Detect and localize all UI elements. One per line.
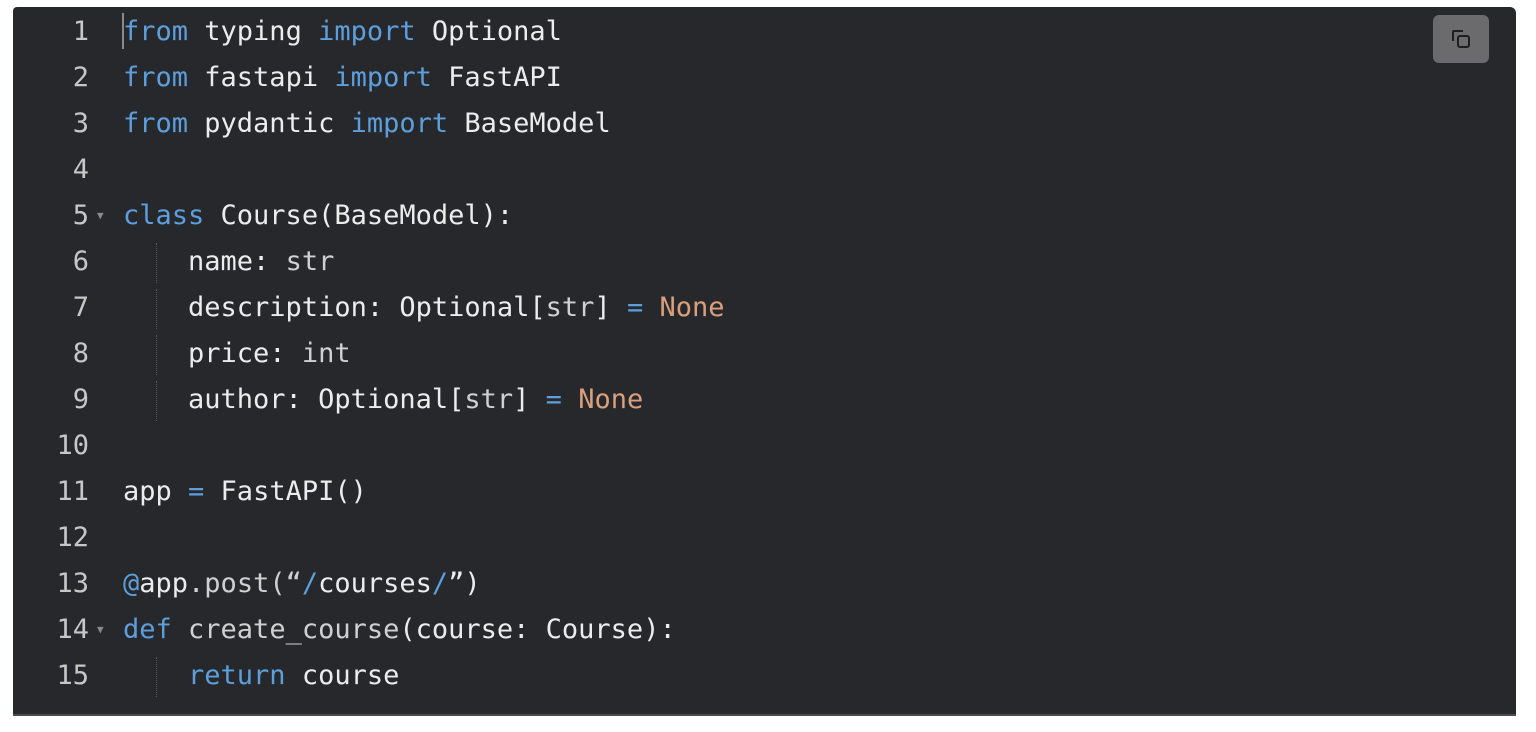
code-text: author: Optional[str] = None: [123, 377, 643, 423]
code-token: app: [139, 568, 189, 599]
line-number: 6: [72, 246, 89, 277]
line-number: 13: [56, 568, 89, 599]
code-token: ]: [513, 384, 546, 415]
keyword-token: /: [301, 568, 319, 599]
code-token: .post(“: [188, 568, 302, 599]
line-number: 10: [56, 430, 89, 461]
line-number: 15: [56, 660, 89, 691]
text-cursor: [122, 13, 124, 49]
code-token: [643, 292, 659, 323]
line-number: 11: [56, 476, 89, 507]
line-number: 1: [72, 16, 89, 47]
code-token: BaseModel: [448, 108, 611, 139]
code-token: name:: [123, 246, 286, 277]
fold-arrow-icon[interactable]: ▼: [97, 623, 104, 636]
code-text: price: int: [123, 331, 351, 377]
code-token: typing: [188, 16, 319, 47]
line-number: 8: [72, 338, 89, 369]
code-token: Optional: [415, 16, 562, 47]
code-text: from fastapi import FastAPI: [123, 55, 562, 101]
keyword-token: =: [545, 384, 562, 415]
code-line[interactable]: 12: [13, 515, 1516, 561]
code-line[interactable]: 10: [13, 423, 1516, 469]
code-line[interactable]: 11 app = FastAPI(): [13, 469, 1516, 515]
code-line[interactable]: 1 from typing import Optional: [13, 9, 1516, 55]
indent-guide: [156, 657, 157, 697]
code-line[interactable]: 9 author: Optional[str] = None: [13, 377, 1516, 423]
line-number: 2: [72, 62, 89, 93]
copy-icon: [1452, 30, 1470, 48]
code-line[interactable]: 6 name: str: [13, 239, 1516, 285]
code-text: app = FastAPI(): [123, 469, 367, 515]
code-token: (course: Course):: [399, 614, 676, 645]
keyword-token: =: [188, 476, 205, 507]
line-number: 12: [56, 522, 89, 553]
line-number: 7: [72, 292, 89, 323]
keyword-token: return: [188, 660, 286, 691]
code-text: from pydantic import BaseModel: [123, 101, 611, 147]
code-token: FastAPI(): [204, 476, 367, 507]
code-token: fastapi: [188, 62, 335, 93]
indent-guide: [156, 381, 157, 421]
code-line[interactable]: 2 from fastapi import FastAPI: [13, 55, 1516, 101]
line-number: 9: [72, 384, 89, 415]
code-token: [562, 384, 578, 415]
keyword-token: from: [123, 16, 189, 47]
code-token: description: Optional[: [123, 292, 546, 323]
copy-button[interactable]: [1433, 15, 1489, 63]
code-text: description: Optional[str] = None: [123, 285, 725, 331]
keyword-token: import: [350, 108, 449, 139]
keyword-token: import: [334, 62, 432, 93]
code-line[interactable]: 7 description: Optional[str] = None: [13, 285, 1516, 331]
code-token: ”): [448, 568, 481, 599]
code-text: def create_course(course: Course):: [123, 607, 676, 653]
code-token: str: [464, 384, 514, 415]
keyword-token: def: [123, 614, 172, 645]
keyword-token: class: [123, 200, 205, 231]
code-text: class Course(BaseModel):: [123, 193, 513, 239]
code-token: courses: [318, 568, 432, 599]
code-token: str: [285, 246, 335, 277]
keyword-token: /: [431, 568, 449, 599]
keyword-token: @: [123, 568, 140, 599]
line-number: 14: [56, 614, 89, 645]
code-token: int: [301, 338, 351, 369]
keyword-token: from: [123, 62, 189, 93]
code-text: @app.post(“/courses/”): [123, 561, 481, 607]
literal-token: None: [659, 292, 725, 323]
code-text: return course: [123, 653, 399, 699]
code-token: Course(BaseModel):: [204, 200, 514, 231]
code-token: ]: [594, 292, 627, 323]
code-token: app: [123, 476, 189, 507]
code-text: from typing import Optional: [123, 9, 562, 55]
code-token: course: [285, 660, 400, 691]
code-token: FastAPI: [431, 62, 562, 93]
code-token: str: [545, 292, 595, 323]
indent-guide: [156, 335, 157, 375]
keyword-token: import: [318, 16, 416, 47]
code-line[interactable]: 3 from pydantic import BaseModel: [13, 101, 1516, 147]
code-line[interactable]: 15 return course: [13, 653, 1516, 699]
code-token: price:: [123, 338, 302, 369]
code-token: author: Optional[: [123, 384, 465, 415]
fold-arrow-icon[interactable]: ▼: [97, 209, 104, 222]
keyword-token: =: [626, 292, 644, 323]
keyword-token: from: [123, 108, 189, 139]
code-line[interactable]: 8 price: int: [13, 331, 1516, 377]
code-line[interactable]: 13@app.post(“/courses/”): [13, 561, 1516, 607]
code-line[interactable]: 4: [13, 147, 1516, 193]
code-line[interactable]: 5 ▼ class Course(BaseModel):: [13, 193, 1516, 239]
code-token: [123, 660, 188, 691]
indent-guide: [156, 243, 157, 283]
line-number: 4: [72, 154, 89, 185]
indent-guide: [156, 289, 157, 329]
literal-token: None: [578, 384, 644, 415]
line-number: 3: [72, 108, 89, 139]
line-number: 5: [72, 200, 89, 231]
code-text: name: str: [123, 239, 334, 285]
code-line[interactable]: 14 ▼ def create_course(course: Course):: [13, 607, 1516, 653]
code-token: create_course: [171, 614, 400, 645]
code-token: pydantic: [188, 108, 351, 139]
